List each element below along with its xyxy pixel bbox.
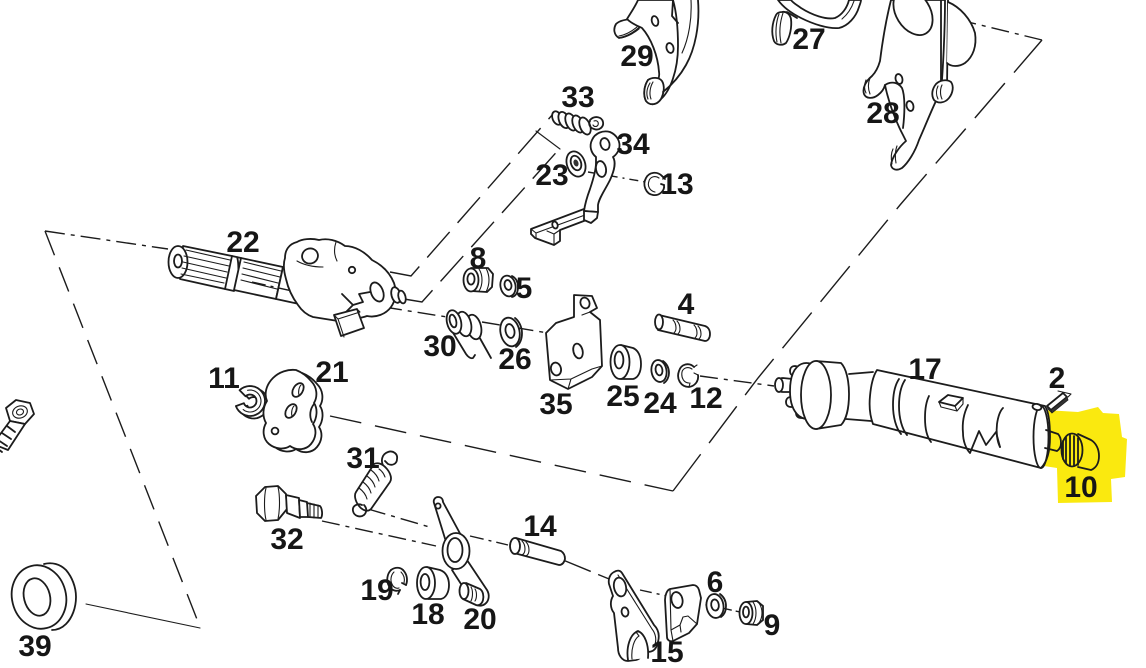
svg-text:18: 18 — [411, 598, 444, 631]
svg-text:29: 29 — [620, 40, 653, 73]
svg-text:25: 25 — [606, 380, 639, 413]
svg-text:21: 21 — [315, 356, 348, 389]
svg-text:28: 28 — [866, 97, 899, 130]
svg-text:24: 24 — [643, 387, 677, 420]
svg-text:33: 33 — [561, 81, 594, 114]
svg-text:32: 32 — [270, 523, 303, 556]
svg-text:30: 30 — [423, 330, 456, 363]
svg-text:15: 15 — [650, 636, 683, 668]
svg-text:34: 34 — [616, 128, 650, 161]
svg-text:13: 13 — [660, 168, 693, 201]
svg-text:4: 4 — [678, 288, 695, 321]
svg-text:26: 26 — [498, 343, 531, 376]
svg-text:22: 22 — [226, 226, 259, 259]
svg-text:2: 2 — [1049, 362, 1066, 395]
svg-text:31: 31 — [346, 442, 379, 475]
svg-text:6: 6 — [707, 566, 724, 599]
svg-text:23: 23 — [535, 159, 568, 192]
svg-text:11: 11 — [208, 362, 240, 395]
svg-text:10: 10 — [1064, 471, 1097, 504]
svg-text:20: 20 — [463, 603, 496, 636]
svg-text:27: 27 — [792, 23, 825, 56]
svg-text:19: 19 — [360, 574, 393, 607]
svg-text:5: 5 — [516, 272, 533, 305]
svg-text:12: 12 — [689, 382, 722, 415]
svg-text:14: 14 — [523, 510, 557, 543]
svg-text:8: 8 — [470, 242, 487, 275]
svg-text:39: 39 — [18, 630, 51, 663]
svg-text:35: 35 — [539, 388, 572, 421]
svg-text:9: 9 — [764, 609, 781, 642]
svg-text:17: 17 — [908, 353, 941, 386]
